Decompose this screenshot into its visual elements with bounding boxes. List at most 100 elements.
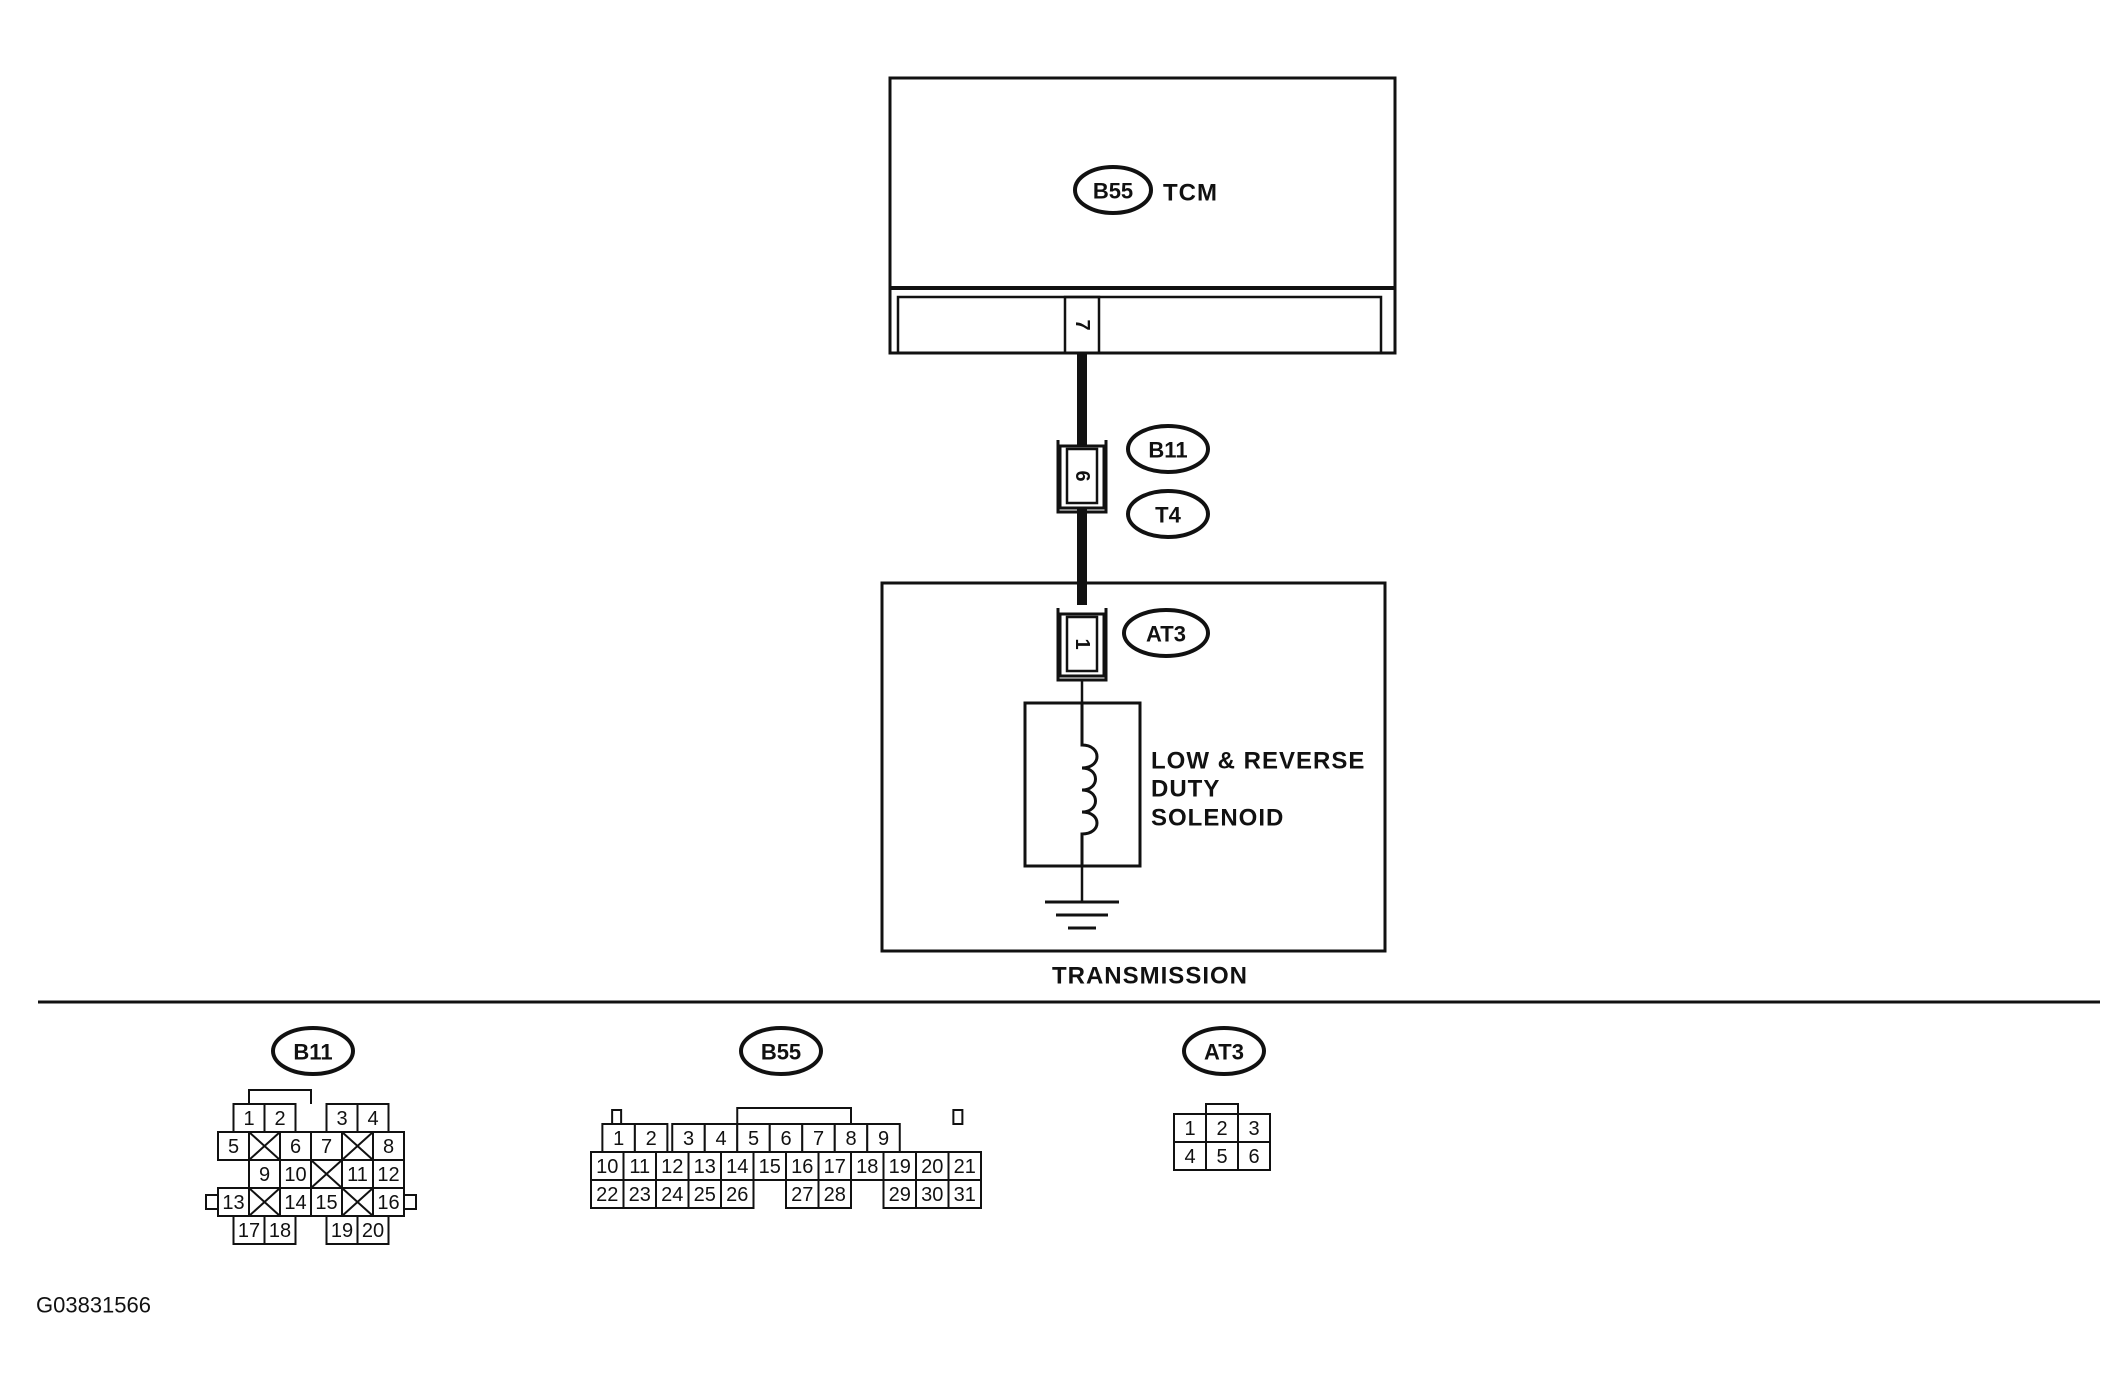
at3-pin-cell: 2 [1205, 1113, 1239, 1143]
at3-pin-cell: 1 [1173, 1113, 1207, 1143]
b11-pin-cell: 6 [279, 1131, 312, 1161]
b55-pin-cell: 30 [915, 1179, 950, 1209]
b11-pin-cell: 13 [217, 1187, 250, 1217]
b55-pin-cell: 8 [833, 1123, 869, 1153]
b55-pin-cell: 10 [590, 1151, 625, 1181]
b55-pin-cell: 15 [752, 1151, 787, 1181]
b55-pin-cell: 6 [768, 1123, 804, 1153]
b11-pin-label: 20 [362, 1220, 384, 1242]
at3-pin-cell: 3 [1237, 1113, 1271, 1143]
b55-pin-label: 24 [661, 1184, 683, 1206]
b55-pin-label: 1 [613, 1128, 624, 1150]
b11-pin-label: 13 [222, 1192, 244, 1214]
solenoid: LOW & REVERSE DUTY SOLENOID [1023, 701, 1364, 868]
tcm-connector-oval: B55 [1073, 165, 1153, 215]
b11-pin-label: 3 [336, 1108, 347, 1130]
b55-pin-cell: 17 [817, 1151, 852, 1181]
b55-pin-label: 20 [921, 1156, 943, 1178]
b55-pin-cell: 2 [633, 1123, 669, 1153]
b11-pin-label: 12 [377, 1164, 399, 1186]
b55-pin-cell: 22 [590, 1179, 625, 1209]
b55-pin-label: 15 [759, 1156, 781, 1178]
b11-pin-label: 1 [243, 1108, 254, 1130]
b55-pin-cell: 11 [622, 1151, 657, 1181]
b55-pin-cell: 21 [947, 1151, 982, 1181]
t4-oval: T4 [1126, 489, 1210, 539]
at3-pin-label: 6 [1248, 1146, 1259, 1168]
solenoid-coil-icon [1080, 703, 1099, 866]
b55-pin-cell: 29 [882, 1179, 917, 1209]
at3-connector-id: AT3 [1146, 622, 1186, 647]
b11-pin-label: 17 [238, 1220, 260, 1242]
b55-pin-label: 3 [683, 1128, 694, 1150]
at3-pin-1: 1 [1071, 638, 1093, 649]
b11-pin-label: 8 [383, 1136, 394, 1158]
blank-cavity-icon [341, 1187, 374, 1217]
b55-pin-label: 28 [824, 1184, 846, 1206]
b55-pin-label: 25 [694, 1184, 716, 1206]
b11-pin-cell: 1 [232, 1103, 266, 1133]
b11-pin-label: 16 [377, 1192, 399, 1214]
at3-connector: 1 [1056, 608, 1108, 682]
joint-connector-t4: T4 [1155, 503, 1181, 528]
at3-oval: AT3 [1122, 608, 1210, 658]
at3-pin-label: 3 [1248, 1118, 1259, 1140]
b55-pin-label: 16 [791, 1156, 813, 1178]
b11-pin-label: 11 [347, 1164, 368, 1186]
b55-pin-cell: 27 [785, 1179, 820, 1209]
at3-pin-label: 4 [1184, 1146, 1195, 1168]
b11-pin-cell: 18 [263, 1215, 297, 1245]
b11-pin-label: 6 [290, 1136, 301, 1158]
b55-pin-cell: 19 [882, 1151, 917, 1181]
b55-pin-label: 4 [715, 1128, 726, 1150]
b55-pin-cell: 7 [801, 1123, 836, 1153]
b11-pin-label: 5 [228, 1136, 239, 1158]
b11-pin-label: 4 [367, 1108, 378, 1130]
b11-pin-cell: 12 [372, 1159, 405, 1189]
b55-pin-cell: 14 [720, 1151, 755, 1181]
b11-pin-label: 18 [269, 1220, 291, 1242]
b11-pin-cell: 2 [263, 1103, 297, 1133]
b55-pin-cell: 28 [817, 1179, 852, 1209]
b11-pin-cell: 20 [356, 1215, 390, 1245]
at3-pin-label: 2 [1216, 1118, 1227, 1140]
b55-pin-label: 9 [878, 1128, 889, 1150]
b11-pin-cell: 9 [248, 1159, 281, 1189]
joint-connector: 6 [1056, 440, 1108, 514]
b55-pin-label: 8 [845, 1128, 856, 1150]
b55-pin-label: 19 [889, 1156, 911, 1178]
tcm-name: TCM [1163, 180, 1218, 207]
b55-pin-label: 13 [694, 1156, 716, 1178]
b11-pin-cell: 15 [310, 1187, 343, 1217]
b11-pin-cell: 14 [279, 1187, 312, 1217]
b55-pin-cell: 23 [622, 1179, 657, 1209]
at3-pin-cell: 5 [1205, 1141, 1239, 1171]
at3-pin-label: 5 [1216, 1146, 1227, 1168]
b11-pin-cell: 5 [217, 1131, 250, 1161]
b55-pin-label: 10 [596, 1156, 618, 1178]
b55-pin-label: 31 [954, 1184, 976, 1206]
blank-cavity-icon [248, 1131, 281, 1161]
solenoid-label-line-2: DUTY [1151, 776, 1220, 803]
b55-pin-label: 27 [791, 1184, 813, 1206]
b55-pin-cell: 4 [703, 1123, 739, 1153]
b55-view-id: B55 [761, 1040, 801, 1065]
b55-pin-cell: 1 [601, 1123, 636, 1153]
b11-pin-cell: 7 [310, 1131, 343, 1161]
blank-cavity-icon [248, 1187, 281, 1217]
ground-icon [1045, 866, 1119, 930]
b55-pin-label: 12 [661, 1156, 683, 1178]
b55-pin-label: 6 [780, 1128, 791, 1150]
b55-pin-cell: 26 [720, 1179, 755, 1209]
b55-pin-label: 30 [921, 1184, 943, 1206]
b55-pin-cell: 13 [687, 1151, 722, 1181]
blank-cavity-icon [310, 1159, 343, 1189]
tcm-connector-id: B55 [1093, 179, 1133, 204]
b11-pin-cell: 4 [356, 1103, 390, 1133]
b55-pin-label: 17 [824, 1156, 846, 1178]
b55-pin-cell: 20 [915, 1151, 950, 1181]
joint-pin-6: 6 [1071, 470, 1093, 481]
b11-pin-label: 2 [274, 1108, 285, 1130]
